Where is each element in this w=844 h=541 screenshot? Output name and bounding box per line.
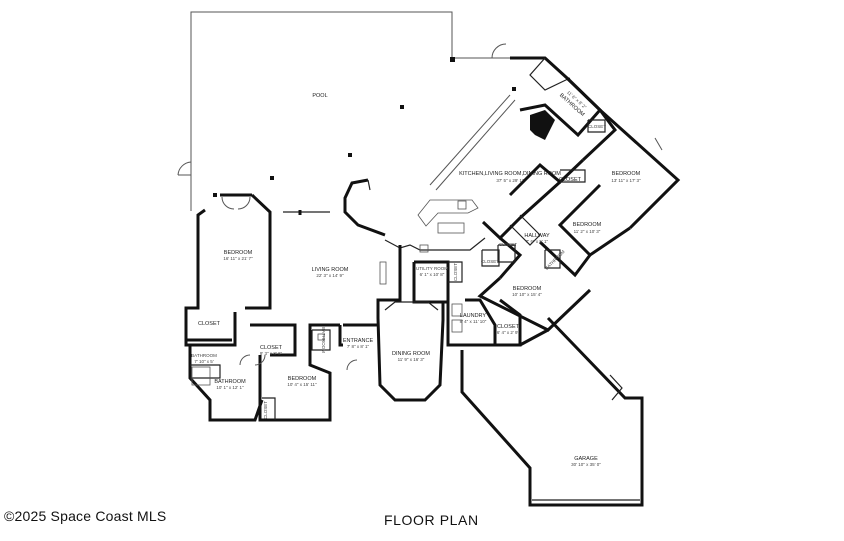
room-dims-bathroom-sw: 10' 1" x 12' 1"	[216, 385, 244, 390]
room-label-closet-utility: CLOSET	[453, 263, 458, 281]
room-dims-bedroom-east: 10' 10" x 15' 4"	[512, 292, 542, 297]
room-label-closet-small: CLOSET	[481, 259, 499, 264]
ne-wing-walls	[508, 56, 681, 257]
room-dims-laundry: 8' 4" x 11' 10"	[460, 319, 487, 324]
room-dims-living: 22' 3" x 14' 9"	[316, 273, 344, 278]
room-dims-bedroom-ne: 13' 11" x 17' 3"	[611, 178, 641, 183]
room-dims-dining: 11' 9" x 16' 3"	[398, 357, 425, 362]
room-label-bathroom-small: BATHROOM	[191, 353, 217, 358]
room-dims-bedroom-mid: 11' 2" x 10' 3"	[574, 229, 601, 234]
nook-walls	[343, 178, 386, 237]
room-label-closet-tiny: CLOSET	[263, 401, 268, 419]
utility-laundry-walls	[412, 260, 549, 347]
room-dims-utility: 6' 1" x 10' 8"	[420, 272, 445, 277]
kitchen-fixtures	[384, 94, 516, 253]
room-label-closet-west: CLOSET	[198, 321, 221, 327]
sw-wing-walls	[184, 308, 340, 422]
room-label-utility: UTILITY ROOM	[416, 266, 448, 271]
room-label-closet-sw: CLOSET	[260, 345, 283, 351]
room-label-garage: GARAGE	[574, 456, 598, 462]
copyright-text: ©2025 Space Coast MLS	[4, 508, 167, 524]
room-label-bathroom-sw: BATHROOM	[214, 379, 246, 385]
room-label-dining: DINING ROOM	[392, 351, 430, 357]
room-label-closet-hall: CLOSET	[499, 242, 517, 247]
room-dims-closet-laundry: 6' 4" x 2' 9"	[497, 330, 520, 335]
room-dims-garage: 30' 10" x 35' 0"	[571, 462, 601, 467]
room-label-bedroom-mid: BEDROOM	[573, 222, 602, 228]
room-label-pool: POOL	[312, 93, 327, 99]
west-wing-walls	[184, 193, 330, 342]
room-label-bedroom-ne: BEDROOM	[612, 171, 641, 177]
room-label-closet-mid: CLOSET	[559, 177, 582, 183]
room-dims-entrance: 7' 8" x 8' 1"	[347, 344, 370, 349]
room-label-bedroom-east: BEDROOM	[513, 286, 542, 292]
dining-entrance-walls	[338, 245, 445, 402]
room-dims-bathroom-small: 7' 10" x 5'	[194, 359, 213, 364]
room-dims-closet-sw: 9' 3" x 8' 6"	[260, 351, 283, 356]
room-label-living: LIVING ROOM	[312, 267, 349, 273]
room-label-closet-ne: CLOSET	[588, 124, 606, 129]
garage-walls	[460, 316, 644, 507]
room-label-closet-laundry: CLOSET	[497, 324, 520, 330]
room-label-bedroom-west: BEDROOM	[224, 250, 253, 256]
room-dims-kitchen-living-dining: 37' 5" x 29' 1"	[496, 178, 524, 183]
room-label-kitchen-living-dining: KITCHEN,LIVING ROOM,DINING ROOM	[459, 171, 561, 177]
plan-title: FLOOR PLAN	[384, 512, 479, 528]
room-label-laundry: LAUNDRY	[460, 313, 487, 319]
room-dims-bedroom-west: 16' 11" x 21' 7"	[223, 256, 253, 261]
room-label-hallway: HALLWAY	[524, 233, 550, 239]
room-label-bathroom-tiny: BATHROOM	[321, 327, 326, 353]
east-wing-walls	[477, 169, 592, 332]
room-label-bedroom-sw: BEDROOM	[288, 376, 317, 382]
room-label-entrance: ENTRANCE	[343, 338, 374, 344]
pool-area	[177, 11, 516, 211]
room-dims-hallway: 7' 6" x 5' 1"	[526, 239, 549, 244]
room-dims-bedroom-sw: 10' 4" x 15' 11"	[287, 382, 317, 387]
